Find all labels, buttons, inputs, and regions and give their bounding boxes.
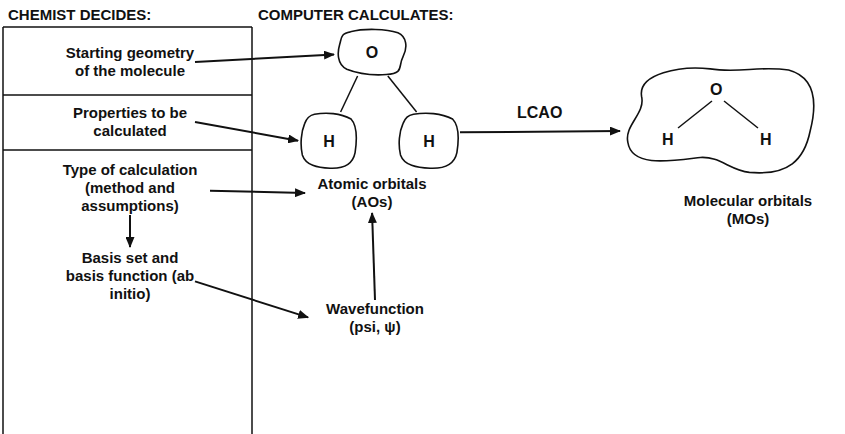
edge-label: LCAO — [517, 104, 562, 122]
node-text: Atomic orbitals (AOs) — [307, 175, 437, 211]
node-text: Basis set and basis function (ab initio) — [65, 249, 195, 303]
caption-text: Wavefunction (psi, ψ) — [310, 300, 440, 336]
node-text: Molecular orbitals (MOs) — [678, 192, 818, 228]
molecular-orbital: O H H — [622, 62, 818, 177]
flow-arrow — [372, 213, 375, 300]
grid-line — [3, 26, 252, 28]
input-item: Type of calculation (method and assumpti… — [50, 161, 210, 215]
atom-symbol: H — [760, 130, 772, 149]
flow-arrow — [129, 215, 131, 247]
caption-text: Molecular orbitals (MOs) — [678, 192, 818, 228]
atom-symbol: O — [366, 43, 378, 62]
column-header: COMPUTER CALCULATES: — [258, 6, 454, 24]
node-text: Properties to be calculated — [65, 104, 195, 140]
column-header: CHEMIST DECIDES: — [8, 6, 151, 24]
input-item: Properties to be calculated — [65, 104, 195, 140]
input-item: Starting geometry of the molecule — [65, 44, 195, 80]
flow-arrow — [210, 191, 305, 193]
node-text: Type of calculation (method and assumpti… — [50, 161, 210, 215]
atomic-orbital: H — [398, 112, 460, 170]
atomic-orbital: H — [300, 112, 358, 170]
bond-line — [388, 76, 417, 112]
grid-line — [2, 27, 4, 434]
atom-symbol: O — [710, 80, 722, 99]
flow-arrow — [195, 281, 308, 317]
atom-symbol: H — [323, 132, 335, 151]
caption-text: Atomic orbitals (AOs) — [307, 175, 437, 211]
grid-line — [3, 94, 252, 96]
flow-arrow — [460, 131, 620, 132]
orbital-outline — [622, 62, 818, 177]
atomic-orbital: O — [336, 28, 408, 76]
grid-line — [3, 149, 252, 151]
bond-line — [724, 101, 758, 128]
grid-line — [251, 27, 253, 434]
input-item: Basis set and basis function (ab initio) — [65, 249, 195, 303]
node-text: Starting geometry of the molecule — [65, 44, 195, 80]
atom-symbol: H — [423, 132, 435, 151]
bond-line — [341, 76, 358, 112]
bond-line — [678, 101, 712, 128]
atom-symbol: H — [662, 130, 674, 149]
flow-arrow — [195, 122, 298, 141]
flow-arrow — [195, 55, 334, 62]
node-text: Wavefunction (psi, ψ) — [310, 300, 440, 336]
mo-bonds — [678, 101, 758, 128]
